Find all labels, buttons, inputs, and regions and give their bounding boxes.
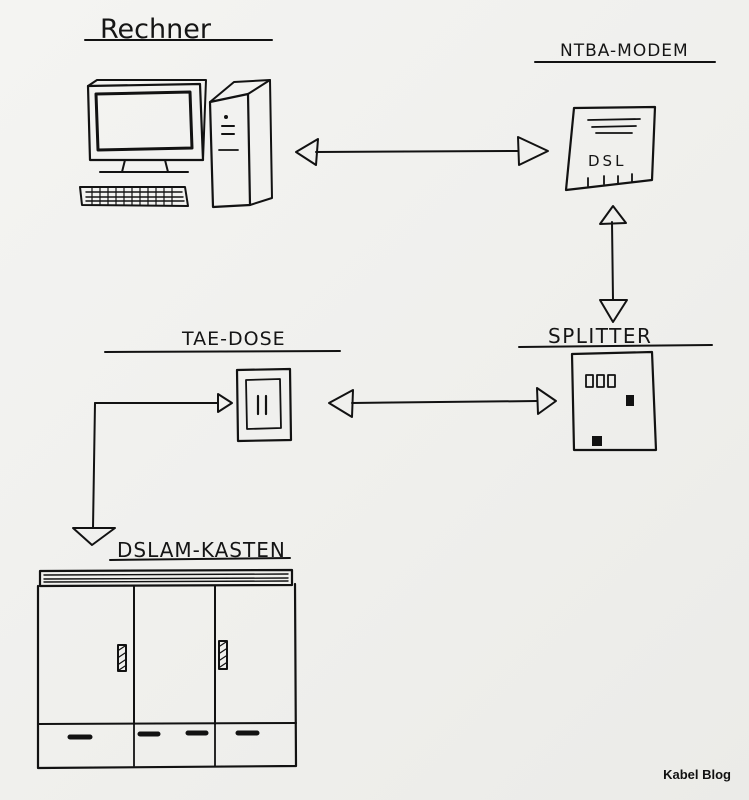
splitter-label-underline bbox=[518, 344, 713, 348]
link-rechner-modem bbox=[295, 136, 549, 166]
tae-dose-node: TAE-DOSE bbox=[104, 328, 341, 443]
dslam-cabinet-icon bbox=[36, 568, 298, 770]
computer-monitor-icon bbox=[86, 79, 207, 173]
ntba-modem-label: NTBA-MODEM bbox=[560, 41, 689, 61]
tae-dose-label-underline bbox=[104, 350, 341, 353]
modem-screen-text: DSL bbox=[588, 152, 626, 170]
computer-tower-icon bbox=[208, 79, 273, 209]
splitter-box-icon bbox=[570, 350, 658, 452]
tae-socket-icon bbox=[235, 367, 293, 443]
dslam-kasten-label-underline bbox=[109, 557, 291, 561]
ntba-modem-node: NTBA-MODEM DSL bbox=[534, 41, 716, 192]
link-dslam-tae bbox=[72, 393, 233, 546]
modem-icon: DSL bbox=[564, 105, 657, 192]
tae-dose-label: TAE-DOSE bbox=[181, 328, 286, 350]
keyboard-icon bbox=[79, 186, 189, 207]
link-tae-splitter bbox=[328, 387, 557, 418]
dslam-kasten-node: DSLAM-KASTEN bbox=[36, 538, 298, 770]
splitter-label: SPLITTER bbox=[548, 324, 652, 348]
watermark-text: Kabel Blog bbox=[663, 767, 731, 782]
splitter-node: SPLITTER bbox=[518, 324, 713, 452]
link-modem-splitter bbox=[599, 205, 628, 323]
rechner-node: Rechner bbox=[79, 14, 273, 209]
